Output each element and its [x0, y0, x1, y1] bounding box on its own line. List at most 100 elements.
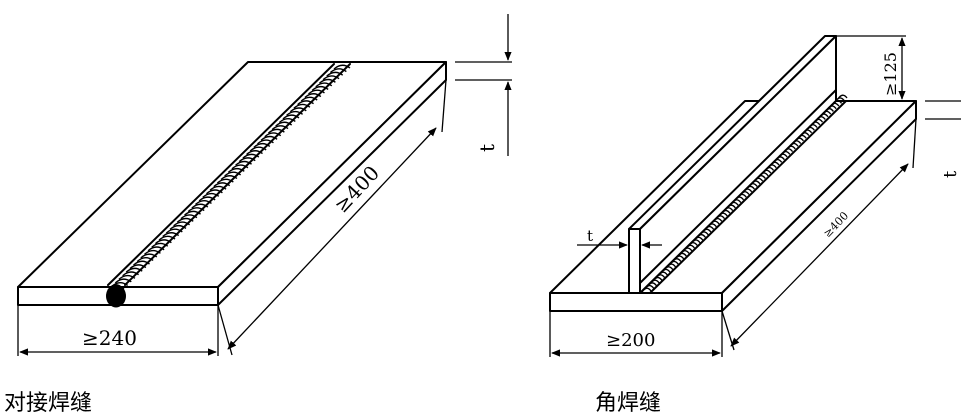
weld-ripple	[118, 274, 136, 280]
fillet-weld-specimen: ≥200 ≥400 ≥125 t t 角焊缝	[549, 35, 961, 416]
weld-ripple	[698, 231, 709, 237]
weld-ripple	[837, 94, 848, 100]
weld-ripple	[802, 129, 813, 135]
weld-ripple	[655, 274, 666, 279]
weld-ripple	[326, 71, 344, 77]
weld-ripple	[668, 260, 679, 266]
weld-ripple	[329, 68, 347, 74]
weld-ripple	[815, 115, 826, 121]
weld-ripple	[133, 260, 150, 266]
weld-ripple	[720, 209, 731, 215]
weld-ripple	[300, 96, 318, 102]
weld-ripple	[333, 64, 351, 70]
fillet-height-label: ≥125	[881, 52, 900, 96]
weld-ripple	[772, 158, 783, 164]
weld-ripple	[286, 110, 304, 116]
weld-ripple	[209, 185, 227, 191]
fillet-length-label: ≥400	[821, 209, 851, 240]
weld-ripple	[788, 142, 799, 148]
weld-ripple	[180, 214, 198, 220]
weld-ripple	[717, 212, 728, 218]
weld-ripple	[304, 93, 322, 99]
weld-ripple	[780, 150, 791, 156]
weld-ripple	[151, 242, 169, 248]
weld-ripple	[693, 236, 704, 242]
weld-ripple	[649, 279, 660, 285]
weld-ripple	[812, 118, 824, 124]
weld-ripple	[821, 110, 832, 116]
weld-ripple	[774, 156, 785, 162]
weld-ripple	[322, 75, 340, 81]
weld-ripple	[158, 235, 176, 241]
weld-ripple	[709, 220, 720, 226]
butt-plate-top-face	[17, 61, 447, 288]
weld-ripple	[690, 239, 701, 245]
butt-weld-specimen: ≥240 ≥400 t 对接焊缝	[4, 14, 512, 416]
weld-ripple	[660, 268, 671, 274]
weld-ripple	[810, 121, 821, 127]
weld-ripple	[818, 113, 829, 119]
weld-ripple	[799, 132, 810, 137]
weld-ripple	[676, 252, 687, 258]
butt-weld-caption: 对接焊缝	[4, 391, 92, 414]
weld-ripple	[641, 287, 652, 293]
butt-width-label: ≥240	[82, 326, 137, 350]
weld-ripple	[162, 232, 180, 238]
weld-ripple	[785, 145, 796, 151]
fillet-length-dim-line	[730, 163, 909, 347]
weld-ripple	[205, 189, 223, 195]
weld-ripple	[777, 153, 788, 159]
weld-ripple	[191, 203, 209, 209]
weld-ripple	[657, 271, 668, 277]
weld-ripple	[165, 228, 183, 234]
weld-ripple	[823, 107, 834, 113]
weld-ripple	[679, 250, 690, 255]
weld-ripple	[122, 271, 140, 277]
weld-ripple	[143, 249, 161, 255]
weld-ripple	[202, 192, 220, 198]
weld-ripple	[804, 126, 815, 132]
weld-ripple	[663, 266, 674, 271]
weld-ripple	[147, 246, 165, 252]
weld-ripple	[687, 241, 698, 247]
weld-ripple	[831, 99, 843, 105]
weld-ripple	[796, 134, 807, 140]
weld-ripple	[665, 263, 677, 269]
weld-ripple	[136, 257, 154, 263]
weld-ripple	[782, 148, 794, 154]
weld-ripple	[293, 103, 311, 109]
weld-ripple	[154, 239, 172, 245]
weld-ripple	[652, 276, 663, 282]
weld-ripple	[714, 215, 726, 221]
fillet-plate-front-face	[549, 292, 723, 312]
weld-ripple	[318, 78, 336, 84]
weld-ripple	[671, 258, 682, 263]
weld-ripple	[184, 210, 201, 216]
weld-ripple	[114, 278, 132, 284]
weld-ripple	[198, 196, 216, 202]
weld-ripple	[315, 82, 333, 88]
weld-ripple	[829, 102, 840, 108]
weld-ripple	[308, 89, 325, 95]
weld-ripple	[140, 253, 158, 259]
weld-ripple	[674, 255, 685, 261]
weld-ripple	[701, 228, 712, 234]
weld-ripple	[173, 221, 191, 227]
weld-ripple	[791, 140, 802, 145]
weld-ripple	[289, 107, 307, 113]
weld-ripple	[195, 200, 212, 205]
fillet-web-front-face	[628, 228, 641, 294]
weld-ripple	[704, 225, 715, 231]
butt-length-dim-line	[227, 127, 437, 350]
weld-ripple	[684, 244, 696, 250]
weld-ripple	[706, 223, 717, 229]
weld-ripple	[695, 233, 707, 239]
weld-ripple	[297, 100, 314, 106]
weld-ripple	[644, 284, 655, 290]
weld-ripple	[807, 124, 818, 129]
weld-ripple	[646, 282, 658, 288]
weld-ripple	[826, 105, 837, 111]
weld-ripple	[176, 217, 194, 223]
weld-ripple	[278, 118, 296, 124]
